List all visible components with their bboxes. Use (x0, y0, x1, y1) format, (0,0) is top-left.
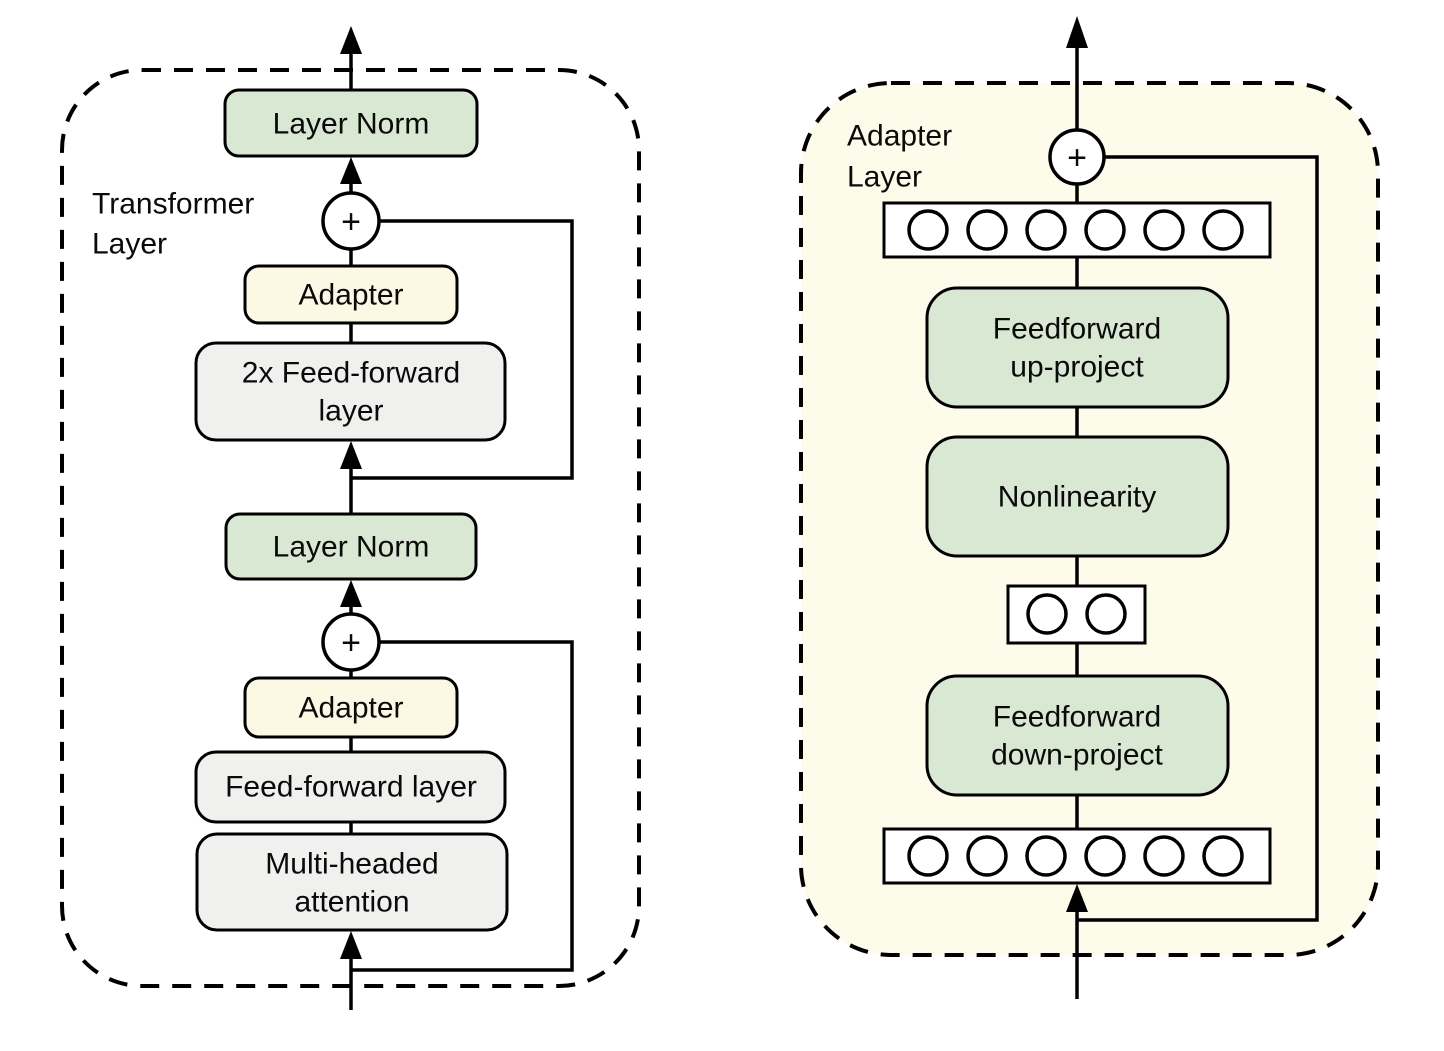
multi-head-label-line1: Multi-headed (265, 848, 438, 881)
plus-right-node: + (1048, 128, 1106, 186)
adapter-bottom-node: Adapter (243, 676, 459, 739)
multi-head-attention-node: Multi-headed attention (195, 832, 509, 932)
nonlinearity-node: Nonlinearity (925, 435, 1230, 558)
arrowhead-into-layernorm-mid (340, 580, 362, 607)
multi-head-label-line2: attention (294, 886, 409, 919)
feature-row-bottom (882, 827, 1272, 885)
adapter-layer-label: Adapter Layer (847, 120, 952, 194)
feature-circle (1025, 209, 1067, 251)
residual-skip-top-left (351, 219, 574, 480)
layer-norm-top-label: Layer Norm (273, 108, 430, 141)
plus-top-left-node: + (321, 191, 381, 251)
transformer-layer-label-line1: Transformer (92, 188, 254, 221)
plus-mid-left-circle (321, 612, 381, 672)
feed-forward-node: Feed-forward layer (194, 750, 507, 824)
plus-top-left-label: + (341, 203, 361, 241)
up-project-label-line2: up-project (1010, 351, 1144, 384)
feature-circle (1202, 209, 1244, 251)
adapter-top-label: Adapter (298, 279, 403, 312)
plus-top-left-circle (321, 191, 381, 251)
feature-circle (1085, 593, 1127, 635)
transformer-layer-panel: Layer Norm + Adapter 2x Feed-forward lay… (60, 26, 641, 1010)
adapter-layer-label-line2: Layer (847, 161, 922, 194)
feature-circle (1084, 835, 1126, 877)
arrowhead-into-ff2x (340, 441, 362, 469)
feature-circle (1143, 835, 1185, 877)
bottleneck-row-circles (1026, 593, 1127, 635)
layer-norm-mid-box (224, 512, 478, 581)
feedforward-down-project-box (925, 674, 1230, 797)
plus-mid-left-label: + (341, 624, 361, 662)
adapter-bottom-label: Adapter (298, 692, 403, 725)
feed-forward-2x-node: 2x Feed-forward layer (194, 341, 507, 442)
feature-circle (1143, 209, 1185, 251)
feature-row-bottom-circles (907, 835, 1244, 877)
feature-circle (966, 209, 1008, 251)
feature-circle (907, 835, 949, 877)
adapter-top-box (243, 264, 459, 325)
feature-circle (1084, 209, 1126, 251)
feature-circle (1026, 593, 1068, 635)
plus-right-circle (1048, 128, 1106, 186)
feature-circle (1202, 835, 1244, 877)
adapter-layer-label-line1: Adapter (847, 120, 952, 153)
feed-forward-label: Feed-forward layer (225, 771, 477, 804)
residual-skip-right (1077, 155, 1319, 922)
arrowhead-output-right (1066, 16, 1088, 48)
feed-forward-2x-label-line2: layer (318, 395, 383, 428)
feature-circle (907, 209, 949, 251)
layer-norm-top-box (223, 88, 479, 158)
layer-norm-top-node: Layer Norm (223, 88, 479, 158)
feedforward-down-project-node: Feedforward down-project (925, 674, 1230, 797)
arrowhead-into-multihead (340, 931, 362, 959)
feedforward-up-project-node: Feedforward up-project (925, 286, 1230, 409)
multi-head-attention-box (195, 832, 509, 932)
adapter-layer-panel: + Feedforward up-project Nonlinearity Fe… (799, 16, 1380, 999)
adapter-bottom-box (243, 676, 459, 739)
feedforward-up-project-box (925, 286, 1230, 409)
transformer-layer-label: Transformer Layer (92, 188, 254, 261)
feature-circle (1025, 835, 1067, 877)
layer-norm-mid-node: Layer Norm (224, 512, 478, 581)
feed-forward-2x-box (194, 341, 507, 442)
plus-right-label: + (1067, 139, 1087, 177)
feed-forward-box (194, 750, 507, 824)
feed-forward-2x-label-line1: 2x Feed-forward (242, 357, 460, 390)
adapter-top-node: Adapter (243, 264, 459, 325)
arrowhead-into-layernorm-top (340, 157, 362, 184)
residual-skip-bottom-left (351, 640, 574, 972)
arrowhead-into-row-bottom (1066, 884, 1088, 912)
up-project-label-line1: Feedforward (993, 313, 1161, 346)
feature-row-top-circles (907, 209, 1244, 251)
nonlinearity-label: Nonlinearity (998, 481, 1156, 514)
layer-norm-mid-label: Layer Norm (273, 531, 430, 564)
bottleneck-row (1006, 584, 1147, 645)
plus-mid-left-node: + (321, 612, 381, 672)
nonlinearity-box (925, 435, 1230, 558)
arrowhead-output-left (340, 26, 362, 54)
feature-circle (966, 835, 1008, 877)
transformer-layer-label-line2: Layer (92, 228, 167, 261)
down-project-label-line2: down-project (991, 739, 1163, 772)
feature-row-top (882, 201, 1272, 259)
down-project-label-line1: Feedforward (993, 701, 1161, 734)
